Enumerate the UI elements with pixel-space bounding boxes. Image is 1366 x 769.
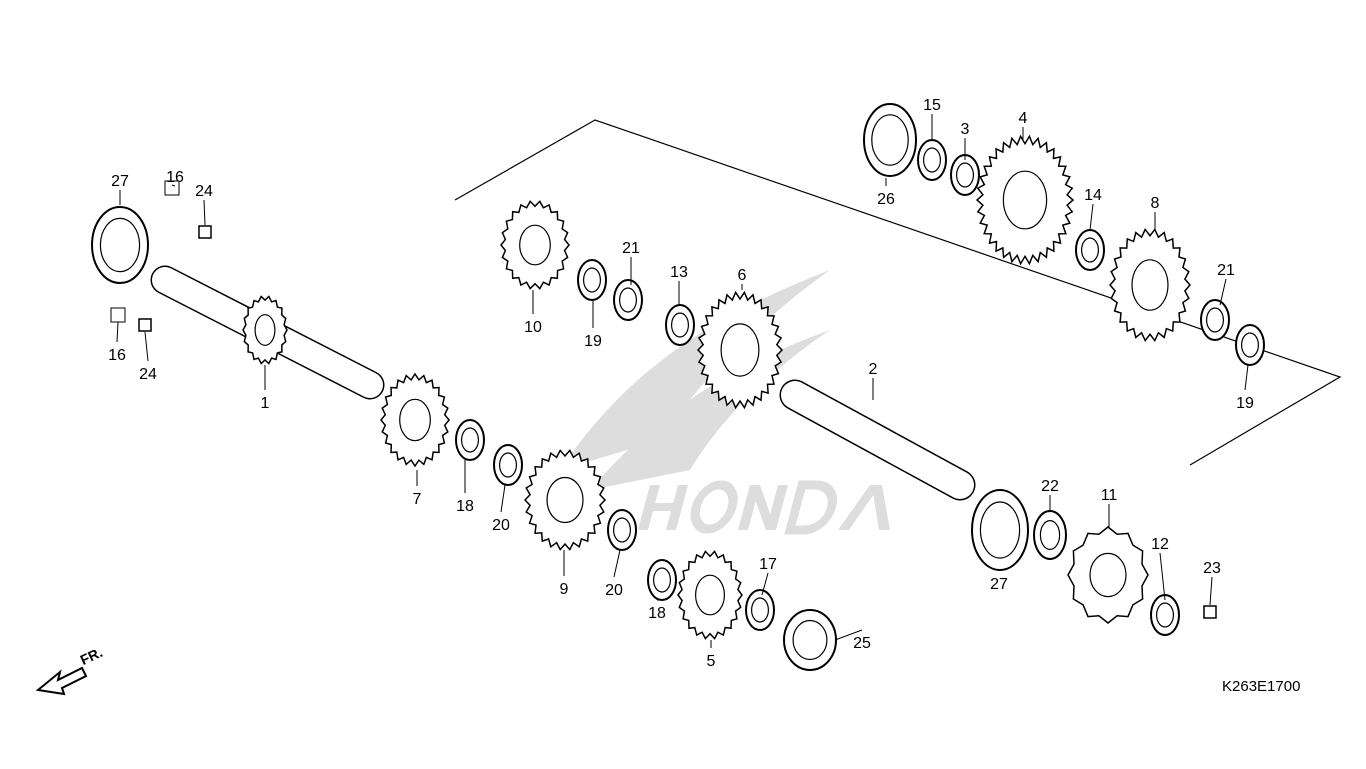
callout-20: 20: [605, 582, 623, 599]
leader-line: [203, 199, 206, 226]
washer-18b: [647, 559, 677, 601]
callout-27: 27: [111, 173, 129, 190]
bolt-24b: [138, 318, 152, 332]
callout-23: 23: [1203, 560, 1221, 577]
leader-line: [171, 184, 176, 187]
callout-5: 5: [707, 653, 716, 670]
circlip-20: [493, 444, 523, 486]
callout-11: 11: [1101, 487, 1118, 504]
oil-seal-22: [1033, 510, 1067, 560]
circlip-20b: [607, 509, 637, 551]
leader-line: [500, 484, 506, 513]
callout-1: 1: [261, 395, 270, 412]
washer-17: [745, 589, 775, 631]
washer-18: [455, 419, 485, 461]
callout-12: 12: [1151, 536, 1169, 553]
leader-line: [1219, 278, 1227, 306]
callout-15: 15: [923, 97, 941, 114]
countershaft-group-frame: [454, 119, 1342, 466]
washer-14: [1075, 229, 1105, 271]
callout-20: 20: [492, 517, 510, 534]
gear-6: [696, 290, 784, 410]
washer-19b: [1235, 324, 1265, 366]
washer-19: [577, 259, 607, 301]
callout-4: 4: [1019, 110, 1028, 127]
gear-4: [975, 134, 1075, 266]
circlip-21b: [1200, 299, 1230, 341]
callout-9: 9: [560, 581, 569, 598]
gear-5: [677, 550, 743, 640]
circlip-21: [613, 279, 643, 321]
leader-line: [1244, 364, 1249, 391]
leader-line: [144, 331, 149, 362]
callout-26: 26: [877, 191, 895, 208]
diagram-code: K263E1700: [1222, 678, 1301, 695]
collar-13: [665, 304, 695, 346]
callout-18: 18: [456, 498, 474, 515]
gear-10: [500, 200, 570, 290]
bearing-26: [863, 103, 917, 177]
callout-7: 7: [413, 491, 422, 508]
callout-21: 21: [622, 240, 640, 257]
callout-18: 18: [648, 605, 666, 622]
leader-line: [1159, 552, 1166, 601]
callout-24: 24: [139, 366, 157, 383]
leader-line: [1209, 576, 1213, 606]
callout-10: 10: [524, 319, 542, 336]
callout-22: 22: [1041, 478, 1059, 495]
callout-17: 17: [759, 556, 777, 573]
callout-16: 16: [108, 347, 126, 364]
bolt-23: [1203, 605, 1217, 619]
leader-line: [761, 572, 769, 596]
front-arrow-icon: [35, 666, 88, 696]
callout-27: 27: [990, 576, 1008, 593]
gear-8: [1109, 227, 1191, 343]
leader-line: [834, 629, 863, 641]
callout-16: 16: [166, 169, 184, 186]
fixing-plate-12: [1150, 594, 1180, 636]
setting-plate-16: [164, 180, 180, 196]
callout-13: 13: [670, 264, 688, 281]
callout-24: 24: [195, 183, 213, 200]
callout-19: 19: [584, 333, 602, 350]
leader-line: [1089, 203, 1094, 231]
bearing-27b: [971, 489, 1029, 571]
callout-25: 25: [853, 635, 871, 652]
callout-14: 14: [1084, 187, 1102, 204]
bolt-24: [198, 225, 212, 239]
countershaft: [779, 379, 976, 501]
callout-6: 6: [738, 267, 747, 284]
gear-7: [380, 372, 450, 468]
callout-19: 19: [1236, 395, 1254, 412]
callout-3: 3: [961, 121, 970, 138]
mainshaft-gear: [242, 295, 288, 365]
washer-15: [917, 139, 947, 181]
callout-8: 8: [1151, 195, 1160, 212]
gear-9: [523, 449, 607, 551]
callout-2: 2: [869, 361, 878, 378]
bearing-27: [91, 206, 149, 284]
bearing-25: [783, 609, 837, 671]
drive-sprocket-11: [1067, 526, 1149, 624]
setting-plate-16b: [110, 307, 126, 323]
leader-line: [116, 321, 119, 343]
callout-21: 21: [1217, 262, 1235, 279]
honda-lettering-watermark: [637, 480, 890, 535]
leader-line: [613, 549, 621, 578]
bushing-3: [950, 154, 980, 196]
